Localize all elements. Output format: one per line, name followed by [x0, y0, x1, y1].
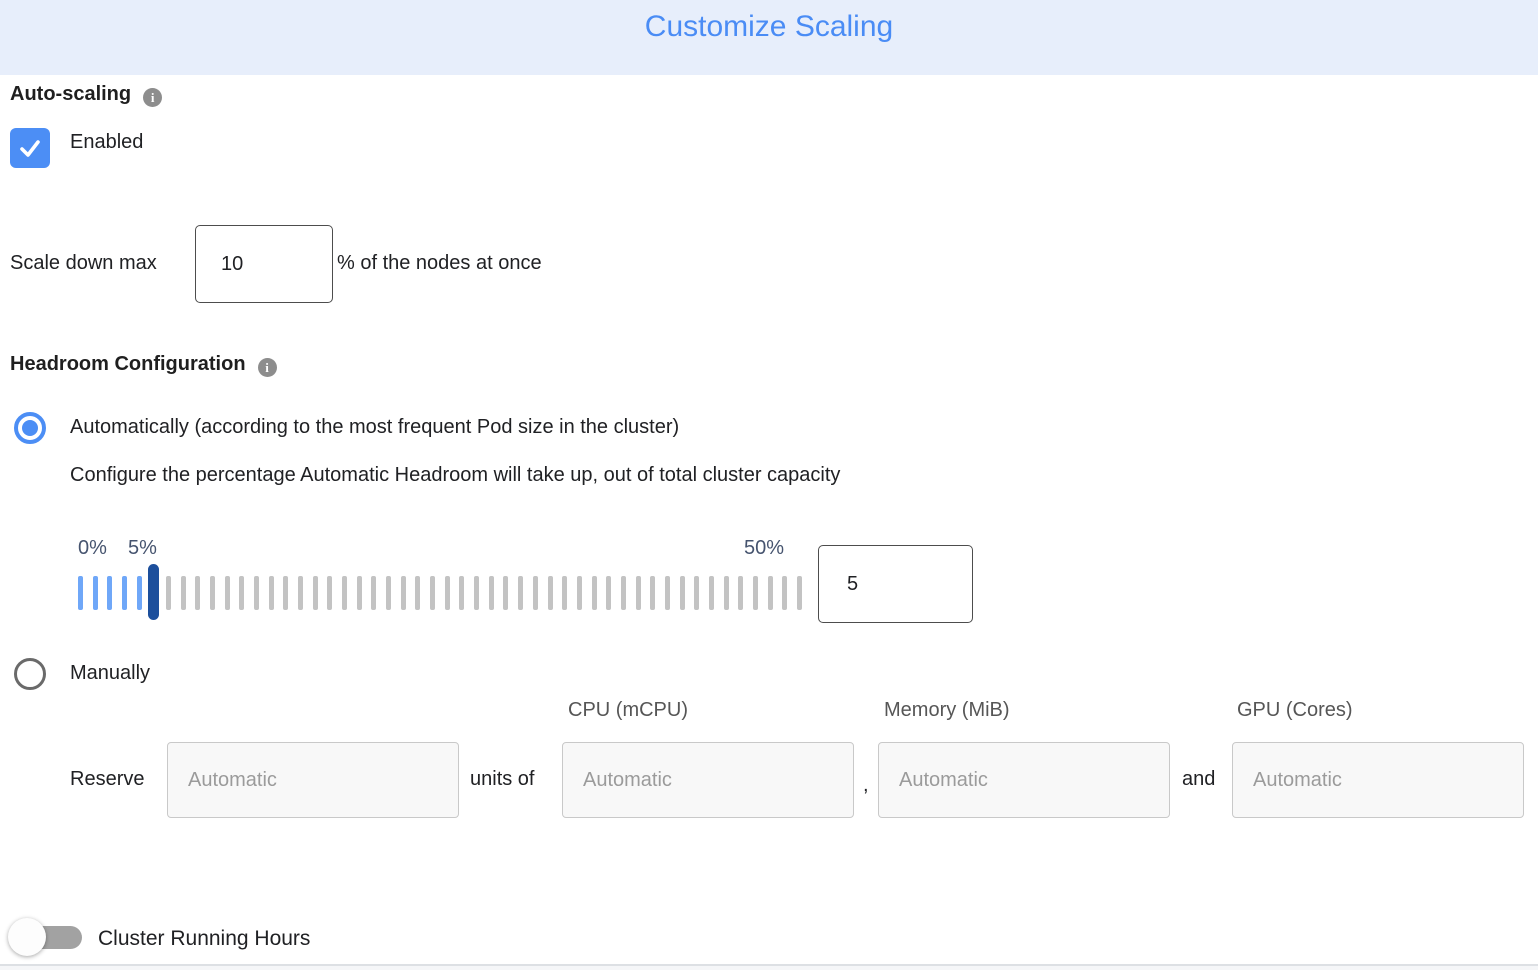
radio-manually[interactable] [14, 658, 46, 690]
slider-tick[interactable] [254, 576, 260, 610]
slider-tick[interactable] [635, 576, 641, 610]
slider-tick[interactable] [591, 576, 597, 610]
slider-tick[interactable] [107, 576, 113, 610]
slider-min-label: 0% [78, 537, 107, 559]
slider-tick[interactable] [679, 576, 685, 610]
slider-tick[interactable] [400, 576, 406, 610]
slider-tick[interactable] [122, 576, 128, 610]
slider-tick[interactable] [430, 576, 436, 610]
slider-tick[interactable] [620, 576, 626, 610]
slider-tick[interactable] [796, 576, 802, 610]
cluster-running-hours-label: Cluster Running Hours [98, 927, 311, 950]
reserve-label: Reserve [70, 768, 145, 790]
gpu-column-header: GPU (Cores) [1237, 699, 1353, 721]
dialog-header: Customize Scaling [0, 0, 1538, 75]
enabled-label: Enabled [70, 131, 144, 153]
slider-tick[interactable] [195, 576, 201, 610]
slider-tick[interactable] [723, 576, 729, 610]
slider-tick[interactable] [752, 576, 758, 610]
info-icon[interactable]: i [143, 88, 163, 107]
bottom-divider [0, 964, 1538, 966]
page-title: Customize Scaling [644, 10, 894, 43]
slider-tick[interactable] [239, 576, 245, 610]
slider-tick[interactable] [166, 576, 172, 610]
slider-tick[interactable] [562, 576, 568, 610]
slider-tick[interactable] [342, 576, 348, 610]
slider-tick[interactable] [606, 576, 612, 610]
slider-tick[interactable] [782, 576, 788, 610]
slider-tick[interactable] [708, 576, 714, 610]
units-of-label: units of [470, 768, 535, 790]
slider-tick[interactable] [268, 576, 274, 610]
bottom-strip [0, 965, 1538, 970]
automatically-label: Automatically (according to the most fre… [70, 416, 680, 438]
autoscaling-section-label: Auto-scaling [10, 83, 132, 105]
scale-down-max-label: Scale down max [10, 252, 157, 274]
slider-tick[interactable] [503, 576, 509, 610]
headroom-slider-handle[interactable] [148, 564, 159, 620]
slider-tick[interactable] [371, 576, 377, 610]
slider-tick[interactable] [547, 576, 553, 610]
slider-tick[interactable] [210, 576, 216, 610]
slider-tick[interactable] [92, 576, 98, 610]
slider-tick[interactable] [650, 576, 656, 610]
slider-tick[interactable] [474, 576, 480, 610]
manually-label: Manually [70, 662, 151, 684]
slider-tick[interactable] [738, 576, 744, 610]
headroom-slider-ticks[interactable] [78, 576, 802, 610]
scale-down-max-input[interactable] [195, 225, 333, 303]
slider-tick[interactable] [532, 576, 538, 610]
info-icon[interactable]: i [257, 358, 277, 377]
slider-tick[interactable] [444, 576, 450, 610]
slider-tick[interactable] [283, 576, 289, 610]
slider-tick[interactable] [767, 576, 773, 610]
reserve-units-input[interactable] [167, 742, 459, 818]
slider-tick[interactable] [298, 576, 304, 610]
scale-down-max-suffix: % of the nodes at once [337, 252, 542, 274]
slider-tick[interactable] [415, 576, 421, 610]
slider-tick[interactable] [694, 576, 700, 610]
automatic-headroom-description: Configure the percentage Automatic Headr… [70, 464, 841, 486]
slider-tick[interactable] [356, 576, 362, 610]
slider-tick[interactable] [136, 576, 142, 610]
slider-tick[interactable] [459, 576, 465, 610]
headroom-percentage-input[interactable] [818, 545, 973, 623]
slider-tick[interactable] [78, 576, 83, 610]
slider-tick[interactable] [224, 576, 230, 610]
checkmark-icon [20, 140, 40, 157]
reserve-cpu-input[interactable] [562, 742, 854, 818]
radio-automatically[interactable] [14, 412, 46, 444]
comma-separator: , [863, 774, 869, 796]
slider-current-label: 5% [128, 537, 157, 559]
autoscaling-enabled-checkbox[interactable] [10, 128, 50, 168]
slider-tick[interactable] [576, 576, 582, 610]
slider-tick[interactable] [488, 576, 494, 610]
cpu-column-header: CPU (mCPU) [568, 699, 688, 721]
and-label: and [1182, 768, 1216, 790]
slider-tick[interactable] [386, 576, 392, 610]
slider-tick[interactable] [180, 576, 186, 610]
slider-tick[interactable] [518, 576, 524, 610]
headroom-section-label: Headroom Configuration [10, 353, 246, 375]
slider-tick[interactable] [327, 576, 333, 610]
cluster-running-hours-toggle[interactable] [8, 916, 86, 958]
memory-column-header: Memory (MiB) [884, 699, 1010, 721]
slider-tick[interactable] [312, 576, 318, 610]
toggle-knob [8, 918, 46, 956]
reserve-memory-input[interactable] [878, 742, 1170, 818]
slider-max-label: 50% [744, 537, 785, 559]
slider-tick[interactable] [664, 576, 670, 610]
reserve-gpu-input[interactable] [1232, 742, 1524, 818]
